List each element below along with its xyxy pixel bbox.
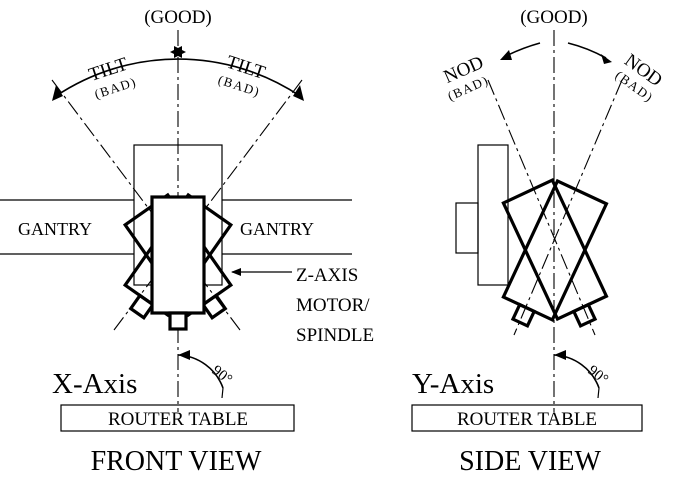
- front-view-title: FRONT VIEW: [91, 446, 262, 477]
- side-gantry-block: [455, 202, 479, 254]
- front-tilt-right-line: [113, 79, 303, 331]
- side-router-table: [411, 404, 643, 432]
- front-tilt-left-line: [51, 79, 241, 331]
- side-angle-arrow: [554, 350, 566, 360]
- side-nod-arrowhead-left: [500, 50, 512, 60]
- side-nod-arrowhead-right: [601, 54, 612, 64]
- front-good-label: (GOOD): [144, 7, 212, 28]
- front-gantry-left-label: GANTRY: [18, 219, 92, 239]
- front-router-table-label: ROUTER TABLE: [108, 409, 248, 430]
- side-nod-left-line: [487, 79, 596, 336]
- side-angle-label: 90°: [585, 363, 611, 389]
- side-angle-tick: [597, 387, 600, 399]
- front-spindle-vertical: [150, 195, 206, 331]
- front-angle-arrow: [178, 350, 190, 360]
- side-nod-arrow-right: [567, 42, 607, 59]
- side-axis-label: Y-Axis: [412, 368, 494, 400]
- side-spindle-nod-right: [501, 178, 609, 329]
- front-angle-tick: [221, 387, 224, 399]
- side-gantry-plate: [477, 144, 509, 286]
- side-good-label: (GOOD): [520, 7, 588, 28]
- front-zaxis-label-line3: SPINDLE: [296, 325, 374, 346]
- front-arc-arrow-left: [52, 85, 63, 101]
- front-axis-label: X-Axis: [52, 368, 137, 400]
- side-spindle-nod-left: [501, 178, 609, 329]
- front-view-panel: (GOOD) TILT (BAD) TILT (BAD) GANTRY GANT…: [0, 7, 374, 477]
- front-gantry-right-label: GANTRY: [240, 219, 314, 239]
- side-router-table-label: ROUTER TABLE: [457, 409, 597, 430]
- front-zaxis-label-line2: MOTOR/: [296, 295, 370, 316]
- side-view-panel: (GOOD) NOD (BAD) NOD (BAD) 90°: [411, 7, 666, 477]
- front-angle-label: 90°: [209, 363, 235, 389]
- front-arc-arrow-right: [293, 85, 304, 101]
- front-zaxis-label-line1: Z-AXIS: [296, 265, 358, 286]
- side-nod-arrow-left: [505, 42, 541, 57]
- side-nod-right-line: [513, 79, 623, 336]
- side-view-title: SIDE VIEW: [459, 446, 601, 477]
- front-arc-arrow-center-right: [174, 46, 186, 58]
- front-tilt-arc: [55, 58, 301, 97]
- front-router-table: [60, 404, 295, 432]
